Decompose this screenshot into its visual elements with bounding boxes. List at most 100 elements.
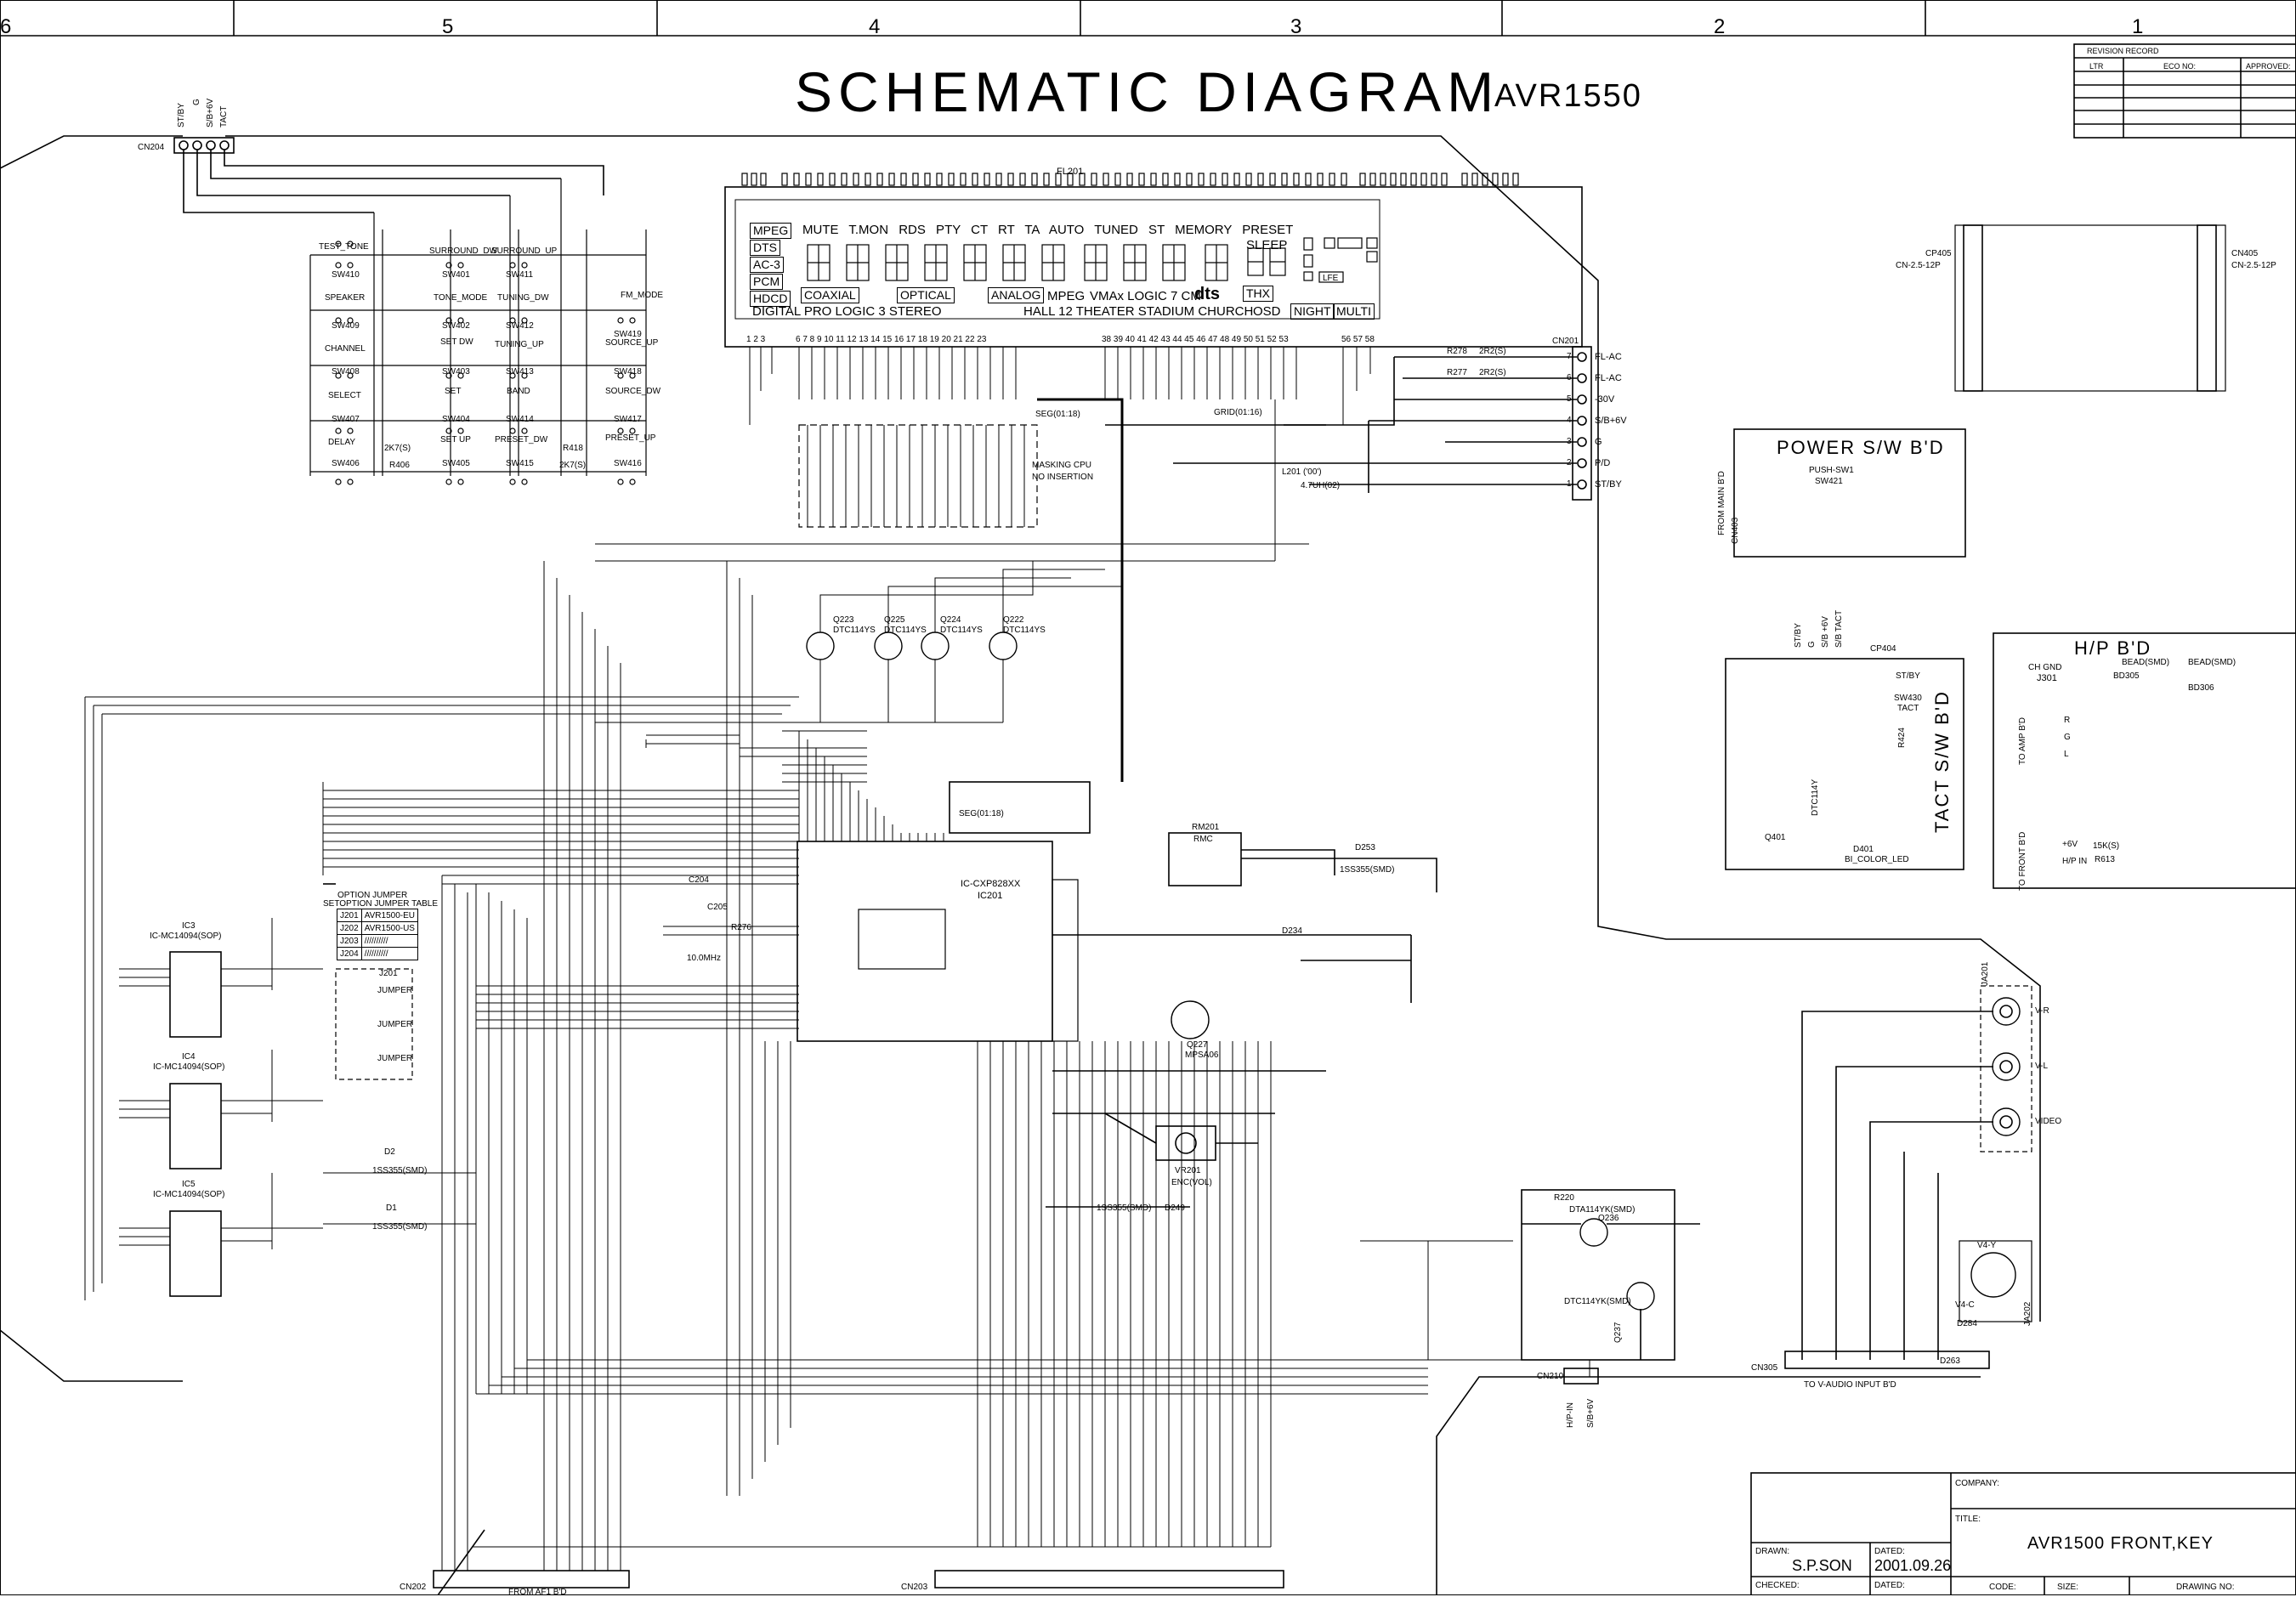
bus-label: MASKING CPU — [1032, 461, 1092, 470]
switch-label: SET DW — [440, 337, 473, 347]
display-label: VMAx LOGIC 7 CM — [1090, 289, 1201, 303]
jumper-label: JUMPER — [377, 1054, 413, 1063]
transistor-ref: Q224 — [940, 615, 961, 625]
pin-label: ST/BY — [1595, 479, 1622, 490]
transistor-ref: Q401 — [1765, 833, 1786, 842]
table-cell: J203 — [337, 934, 362, 948]
title-block-label: SIZE: — [2057, 1583, 2079, 1592]
table-cell: AVR1500-US — [360, 921, 418, 935]
ic-ref: IC201 — [978, 891, 1003, 901]
revision-column: LTR — [2089, 62, 2104, 71]
title-block-label: CHECKED: — [1755, 1581, 1800, 1590]
power-board-source: FROM MAIN B'D — [1717, 471, 1726, 535]
transistor-type: MPSA06 — [1185, 1051, 1219, 1060]
hp-label: CH GND — [2028, 663, 2062, 672]
switch-label: SURROUND_UP — [491, 246, 558, 256]
pin-label: -30V — [1595, 394, 1615, 405]
display-pins: 6 7 8 9 10 11 12 13 14 15 16 17 18 19 20… — [796, 335, 987, 344]
display-tag: NIGHT — [1290, 303, 1335, 320]
resistor-value: 2R2(S) — [1479, 347, 1506, 356]
table-cell: AVR1500-EU — [360, 909, 418, 922]
connector-ref: CN403 — [1731, 517, 1740, 544]
pin-label: S/B+6V — [206, 98, 215, 127]
model-number: AVR1550 — [1494, 78, 1642, 114]
switch-ref: SW407 — [332, 415, 360, 424]
ic-name: IC-MC14094(SOP) — [153, 1190, 225, 1199]
pin-label: S/B+6V — [1595, 416, 1627, 426]
pin-label: H/P-IN — [1566, 1402, 1575, 1428]
transistor-ref: Q225 — [884, 615, 905, 625]
switch-ref: SW418 — [614, 367, 642, 377]
display-tag: COAXIAL — [801, 287, 859, 303]
column-number: 3 — [1290, 15, 1302, 38]
switch-ref: SW416 — [614, 459, 642, 468]
display-tag: MPEG — [750, 223, 792, 239]
switch-ref: SW408 — [332, 367, 360, 377]
pin-label: TACT — [219, 105, 229, 127]
ic-ref: IC3 — [182, 921, 196, 931]
switch-type: TACT — [1897, 704, 1919, 713]
pin-number: 1 — [1567, 479, 1572, 489]
ic-name: IC-MC14094(SOP) — [153, 1062, 225, 1072]
transistor-type: DTC114Y — [1811, 779, 1820, 816]
switch-ref: SW414 — [506, 415, 534, 424]
switch-label: SELECT — [328, 391, 361, 400]
diode-type: 1SS355(SMD) — [372, 1222, 428, 1232]
title-block-label: TITLE: — [1955, 1515, 1981, 1524]
page-title: SCHEMATIC DIAGRAM — [795, 60, 1500, 123]
pin-label: FL-AC — [1595, 352, 1622, 362]
column-number: 2 — [1714, 15, 1726, 38]
column-number: 5 — [442, 15, 454, 38]
pin-label: G — [1595, 437, 1602, 447]
bead-ref: BD305 — [2113, 671, 2140, 681]
resistor-ref: R220 — [1554, 1193, 1574, 1203]
pin-label: P/D — [1595, 458, 1611, 468]
display-tag: DTS — [750, 240, 780, 256]
switch-ref: SW405 — [442, 459, 470, 468]
switch-label: SOURCE_UP — [605, 338, 659, 348]
switch-label: PRESET_DW — [495, 435, 548, 445]
switch-label: PRESET_UP — [605, 433, 656, 443]
connector-ref: CN202 — [400, 1583, 427, 1592]
switch-ref: SW430 — [1894, 694, 1922, 703]
inductor-value: 4.7UH(02) — [1301, 481, 1341, 490]
switch-ref: SW410 — [332, 270, 360, 280]
pin-number: 4 — [1567, 416, 1572, 425]
hp-board-title: H/P B'D — [2074, 637, 2152, 659]
pin-label: R — [2064, 716, 2071, 725]
diode-ref: D249 — [1165, 1203, 1185, 1213]
transistor-type: DTC114YS — [884, 626, 927, 635]
connector-type: CN-2.5-12P — [2231, 261, 2276, 270]
hp-label: TO FRONT B'D — [2018, 831, 2027, 891]
switch-ref: SW415 — [506, 459, 534, 468]
bead-label: BEAD(SMD) — [2122, 658, 2170, 667]
switch-label: SET — [445, 387, 462, 396]
pin-number: 6 — [1567, 373, 1572, 382]
revision-record-title: REVISION RECORD — [2087, 47, 2159, 55]
connector-pin: V4-Y — [1977, 1241, 1997, 1250]
title-block-label: DRAWING NO: — [2176, 1583, 2235, 1592]
jack-label: V-R — [2035, 1006, 2049, 1016]
pin-label: ST/BY — [1794, 623, 1803, 648]
pin-label: S/B+6V — [1586, 1398, 1596, 1428]
display-label: MPEG — [1047, 289, 1086, 303]
connector-type: CN-2.5-12P — [1896, 261, 1941, 270]
pin-label: G — [2064, 733, 2071, 742]
pin-label: FL-AC — [1595, 373, 1622, 383]
connector-ref: CN210 — [1537, 1372, 1564, 1381]
display-tag: ANALOG — [988, 287, 1045, 303]
resistor-ref: R406 — [389, 461, 410, 470]
option-jumper-title: OPTION JUMPER — [337, 891, 408, 900]
hp-label: TO AMP B'D — [2018, 716, 2027, 765]
connector-caption: TO V-AUDIO INPUT B'D — [1804, 1380, 1896, 1390]
transistor-type: DTC114YK(SMD) — [1564, 1297, 1631, 1306]
pin-label: G — [192, 99, 201, 105]
display-pins: 56 57 58 — [1341, 335, 1375, 344]
diode-ref: D284 — [1957, 1319, 1977, 1328]
diode-type: 1SS355(SMD) — [1340, 865, 1395, 875]
remote-type: RMC — [1193, 835, 1213, 844]
jumper-label: JUMPER — [377, 986, 413, 995]
column-number: 1 — [2132, 15, 2144, 38]
switch-ref: SW403 — [442, 367, 470, 377]
